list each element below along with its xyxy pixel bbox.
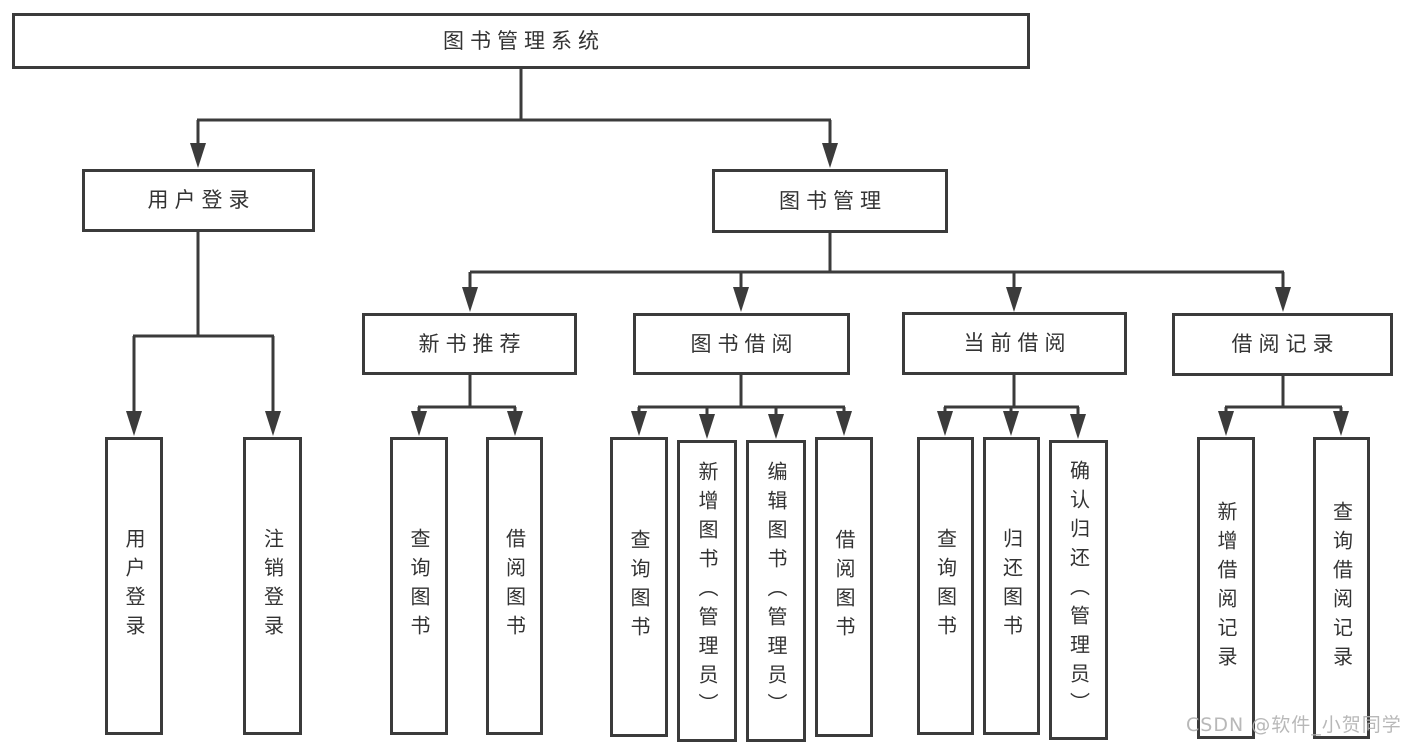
arrowhead — [1006, 287, 1022, 312]
arrowhead — [190, 143, 206, 168]
connector-borrow-to-leaves — [637, 375, 846, 416]
leaf-borrow-borrow-books: 借阅图书 — [815, 437, 873, 737]
leaf-borrow-query-books: 查询图书 — [610, 437, 668, 737]
leaf-borrow-add-books-admin: 新增图书（管理员） — [677, 440, 737, 742]
leaf-current-query-books-label: 查询图书 — [933, 528, 958, 644]
node-book-borrow: 图书借阅 — [633, 313, 850, 375]
leaf-recommend-query-books: 查询图书 — [390, 437, 448, 735]
node-borrow-records-label: 借阅记录 — [1231, 332, 1340, 356]
leaf-borrow-add-books-admin-label: 新增图书（管理员） — [695, 460, 719, 722]
leaf-recommend-borrow-books: 借阅图书 — [486, 437, 543, 735]
connector-current-to-leaves — [943, 375, 1080, 416]
arrowhead — [265, 411, 281, 436]
leaf-records-add-record-label: 新增借阅记录 — [1214, 501, 1238, 675]
arrowhead — [699, 414, 715, 439]
node-user-login: 用户登录 — [82, 169, 315, 232]
arrowhead — [768, 414, 784, 439]
connector-bookmgmt-to-level3 — [468, 233, 1285, 290]
node-book-management: 图书管理 — [712, 169, 948, 233]
leaf-current-return-books-label: 归还图书 — [999, 528, 1024, 644]
node-root-label: 图书管理系统 — [443, 28, 605, 53]
leaf-user-login: 用户登录 — [105, 437, 163, 735]
leaf-current-query-books: 查询图书 — [917, 437, 974, 735]
node-new-book-recommend: 新书推荐 — [362, 313, 577, 375]
arrowhead — [411, 411, 427, 436]
connector-records-to-leaves — [1224, 375, 1343, 414]
arrowhead — [1070, 414, 1086, 439]
node-book-borrow-label: 图书借阅 — [690, 331, 799, 356]
leaf-current-confirm-return-admin-label: 确认归还（管理员） — [1066, 459, 1091, 721]
node-root-library-system: 图书管理系统 — [12, 13, 1030, 69]
leaf-logout: 注销登录 — [243, 437, 302, 735]
leaf-current-return-books: 归还图书 — [983, 437, 1040, 735]
arrowhead — [462, 287, 478, 312]
arrowhead — [733, 287, 749, 312]
arrowhead — [836, 411, 852, 436]
leaf-borrow-edit-books-admin-label: 编辑图书（管理员） — [764, 460, 788, 722]
arrowhead — [126, 411, 142, 436]
csdn-watermark: CSDN @软件_小贺同学 — [1186, 714, 1402, 736]
leaf-recommend-borrow-books-label: 借阅图书 — [502, 528, 527, 644]
connector-userlogin-to-leaves — [132, 232, 275, 414]
node-current-borrow: 当前借阅 — [902, 312, 1127, 375]
arrowhead — [631, 411, 647, 436]
node-borrow-records: 借阅记录 — [1172, 313, 1393, 376]
leaf-records-add-record: 新增借阅记录 — [1197, 437, 1255, 739]
arrowhead — [1218, 411, 1234, 436]
arrowhead — [507, 411, 523, 436]
node-new-book-recommend-label: 新书推荐 — [418, 331, 527, 356]
leaf-borrow-query-books-label: 查询图书 — [627, 529, 651, 645]
arrowhead — [1333, 411, 1349, 436]
arrowhead — [1275, 287, 1291, 312]
leaf-records-query-record-label: 查询借阅记录 — [1329, 501, 1354, 675]
leaf-records-query-record: 查询借阅记录 — [1313, 437, 1370, 739]
connector-recommend-to-leaves — [417, 375, 517, 414]
arrowhead — [822, 143, 838, 168]
leaf-user-login-label: 用户登录 — [122, 528, 146, 644]
arrowhead — [1003, 411, 1019, 436]
connector-root-to-level2 — [196, 67, 832, 146]
leaf-recommend-query-books-label: 查询图书 — [407, 528, 431, 644]
node-current-borrow-label: 当前借阅 — [963, 331, 1072, 355]
node-book-management-label: 图书管理 — [779, 188, 887, 213]
leaf-current-confirm-return-admin: 确认归还（管理员） — [1049, 440, 1108, 740]
arrowhead — [937, 411, 953, 436]
leaf-borrow-edit-books-admin: 编辑图书（管理员） — [746, 440, 806, 742]
node-user-login-label: 用户登录 — [147, 188, 256, 212]
leaf-logout-label: 注销登录 — [260, 528, 285, 644]
leaf-borrow-borrow-books-label: 借阅图书 — [832, 529, 856, 645]
